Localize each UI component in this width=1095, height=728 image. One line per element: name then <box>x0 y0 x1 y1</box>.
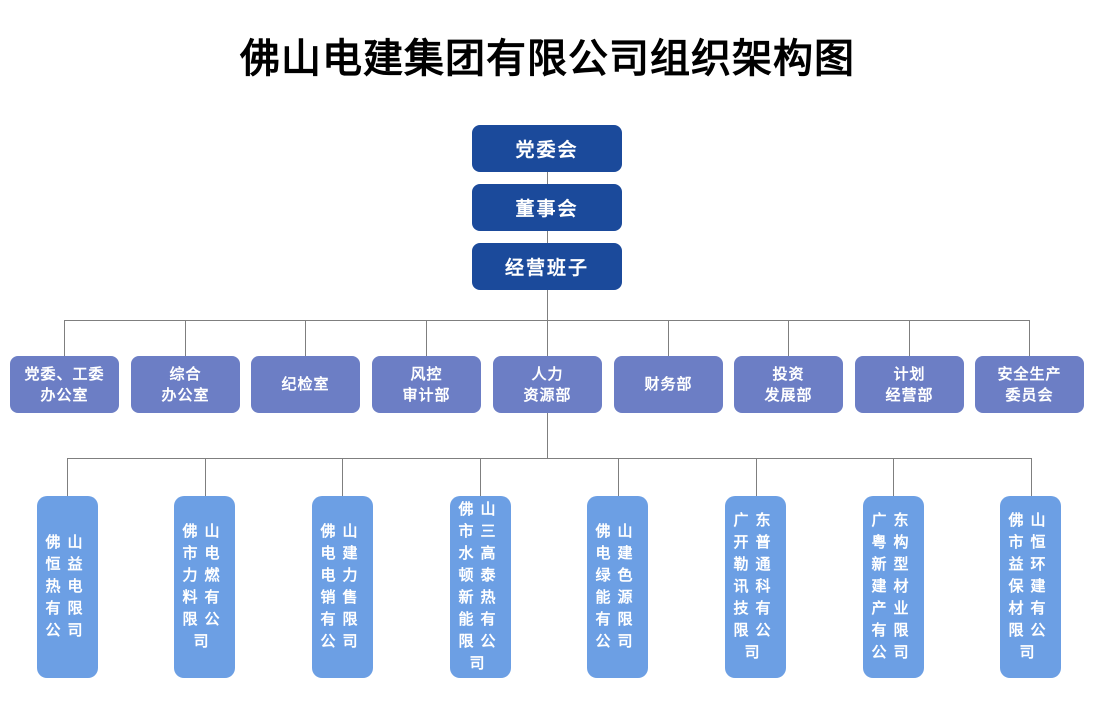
subsidiary-box-power-fuel: 佛山市电力燃料有限公司 <box>174 496 235 678</box>
subsidiary-box-sanshui-new-thermal-energy: 佛山市三水高顿泰新热能有限公司 <box>450 496 511 678</box>
dept-box-label: 综合 办公室 <box>161 365 210 404</box>
subsidiary-box-label: 佛山恒益热电有限公司 <box>45 534 90 639</box>
dept-box-risk-audit: 风控 审计部 <box>372 356 481 413</box>
subsidiary-box-label: 佛山市电力燃料有限公司 <box>182 523 227 650</box>
page-title: 佛山电建集团有限公司组织架构图 <box>240 37 855 81</box>
dept-box-general-office: 综合 办公室 <box>131 356 240 413</box>
connector-line <box>547 320 548 356</box>
subsidiary-box-label: 广东粤构新型建材产业有限公司 <box>871 512 916 661</box>
dept-box-label: 投资 发展部 <box>764 365 813 404</box>
connector-line <box>788 320 789 356</box>
subsidiary-box-label: 佛山电建绿色能源有限公司 <box>595 523 640 650</box>
subsidiary-box-hengyi-thermal-power: 佛山恒益热电有限公司 <box>37 496 98 678</box>
dept-box-label: 人力 资源部 <box>523 365 572 404</box>
connector-line <box>305 320 306 356</box>
dept-box-label: 安全生产 委员会 <box>997 365 1062 404</box>
subsidiary-box-yuegou-building-materials: 广东粤构新型建材产业有限公司 <box>863 496 924 678</box>
connector-line <box>909 320 910 356</box>
connector-line <box>547 290 548 320</box>
subsidiary-box-power-sales: 佛山电建电力销售有限公司 <box>312 496 373 678</box>
connector-line <box>756 458 757 496</box>
connector-line <box>342 458 343 496</box>
dept-box-label: 计划 经营部 <box>885 365 934 404</box>
connector-line <box>67 458 68 496</box>
dept-box-party-office: 党委、工委 办公室 <box>10 356 119 413</box>
connector-line <box>480 458 481 496</box>
connector-line <box>1029 320 1030 356</box>
subsidiary-box-green-energy: 佛山电建绿色能源有限公司 <box>587 496 648 678</box>
dept-box-human-resources: 人力 资源部 <box>493 356 602 413</box>
top-box-party-committee: 党委会 <box>472 125 622 172</box>
connector-line <box>205 458 206 496</box>
connector-line <box>1031 458 1032 496</box>
connector-line <box>64 320 65 356</box>
dept-box-label: 风控 审计部 <box>402 365 451 404</box>
top-box-label: 董事会 <box>515 199 579 220</box>
dept-box-discipline-inspection: 纪检室 <box>251 356 360 413</box>
top-box-management-team: 经营班子 <box>472 243 622 290</box>
connector-line <box>67 458 1031 459</box>
dept-box-finance: 财务部 <box>614 356 723 413</box>
dept-box-label: 纪检室 <box>281 376 330 393</box>
subsidiary-box-hengyi-eco-building-materials: 佛山市恒益环保建材有限公司 <box>1000 496 1061 678</box>
top-box-label: 党委会 <box>515 140 579 161</box>
connector-line <box>547 413 548 458</box>
dept-box-label: 党委、工委 办公室 <box>24 365 105 404</box>
top-box-label: 经营班子 <box>504 258 589 279</box>
subsidiary-box-label: 佛山市三水高顿泰新热能有限公司 <box>458 501 503 672</box>
connector-line <box>547 231 548 243</box>
dept-box-label: 财务部 <box>644 376 693 393</box>
connector-line <box>426 320 427 356</box>
connector-line <box>618 458 619 496</box>
top-box-board-of-directors: 董事会 <box>472 184 622 231</box>
connector-line <box>893 458 894 496</box>
connector-line <box>185 320 186 356</box>
subsidiary-box-label: 佛山电建电力销售有限公司 <box>320 523 365 650</box>
subsidiary-box-kepler-communications: 广东开普勒通讯科技有限公司 <box>725 496 786 678</box>
dept-box-planning-operation: 计划 经营部 <box>855 356 964 413</box>
connector-line <box>668 320 669 356</box>
subsidiary-box-label: 广东开普勒通讯科技有限公司 <box>733 512 778 661</box>
dept-box-investment-development: 投资 发展部 <box>734 356 843 413</box>
subsidiary-box-label: 佛山市恒益环保建材有限公司 <box>1008 512 1053 661</box>
connector-line <box>547 172 548 184</box>
dept-box-safety-committee: 安全生产 委员会 <box>975 356 1084 413</box>
